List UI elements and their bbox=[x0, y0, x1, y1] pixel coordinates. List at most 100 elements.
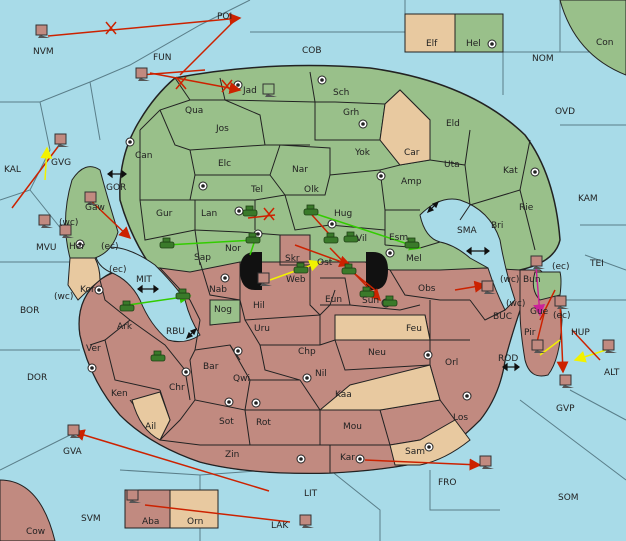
province-car[interactable] bbox=[379, 89, 431, 166]
fleet-icon bbox=[481, 280, 496, 294]
label-nil: Nil bbox=[315, 369, 327, 379]
label-uta: Uta bbox=[444, 160, 460, 170]
label-ark: Ark bbox=[117, 322, 133, 332]
cancelled-marks bbox=[105, 21, 275, 221]
label-con: Con bbox=[596, 38, 614, 48]
gate-east-shape bbox=[366, 252, 388, 290]
province-elf[interactable] bbox=[404, 13, 456, 53]
label-gur: Gur bbox=[156, 209, 173, 219]
label-nom: NOM bbox=[532, 54, 554, 64]
label-hil: Hil bbox=[253, 301, 265, 311]
label-bor: BOR bbox=[20, 306, 39, 316]
label-mou: Mou bbox=[343, 422, 362, 432]
label-can: Can bbox=[135, 151, 153, 161]
fleet-icon bbox=[38, 214, 53, 228]
label-gaw: Gaw bbox=[85, 203, 105, 213]
label-sch: Sch bbox=[333, 88, 349, 98]
province-feu[interactable] bbox=[334, 314, 431, 341]
label-kaa: Kaa bbox=[335, 390, 352, 400]
fleet-icon bbox=[559, 374, 574, 388]
army-icon bbox=[119, 300, 135, 312]
label-ec1: (ec) bbox=[101, 242, 119, 252]
label-aba: Aba bbox=[142, 517, 159, 527]
label-lak: LAK bbox=[271, 521, 289, 531]
label-eun: Eun bbox=[325, 295, 342, 305]
label-qwi: Qwi bbox=[233, 374, 250, 384]
army-icon bbox=[175, 288, 191, 300]
fleet-icon bbox=[67, 424, 82, 438]
sea-mit[interactable] bbox=[94, 246, 201, 343]
label-svm: SVM bbox=[81, 514, 101, 524]
label-ail: Ail bbox=[145, 422, 156, 432]
label-chr: Chr bbox=[169, 383, 185, 393]
province-kaa[interactable] bbox=[318, 364, 441, 411]
fleet-icon bbox=[59, 224, 74, 238]
label-ec3: (ec) bbox=[109, 265, 127, 275]
label-rie: Rie bbox=[519, 203, 534, 213]
fleet-icon bbox=[602, 339, 617, 353]
label-uru: Uru bbox=[254, 324, 270, 334]
label-fun: FUN bbox=[153, 53, 172, 63]
label-chp: Chp bbox=[298, 347, 316, 357]
label-poi: POI bbox=[217, 12, 232, 22]
label-car: Car bbox=[404, 148, 420, 158]
label-her: Her bbox=[69, 242, 85, 252]
label-orl: Orl bbox=[445, 358, 458, 368]
label-los: Los bbox=[453, 413, 468, 423]
label-hel: Hel bbox=[466, 39, 481, 49]
province-sam[interactable] bbox=[389, 419, 471, 466]
label-eld: Eld bbox=[446, 119, 460, 129]
label-bun: Bun bbox=[523, 275, 541, 285]
label-nar: Nar bbox=[292, 165, 308, 175]
label-rot: Rot bbox=[256, 418, 271, 428]
label-pir: Pir bbox=[524, 328, 536, 338]
label-sap: Sap bbox=[194, 253, 211, 263]
army-icon bbox=[293, 262, 309, 274]
label-buc: BUC bbox=[493, 312, 512, 322]
label-sma: SMA bbox=[457, 226, 477, 236]
label-ver: Ver bbox=[86, 344, 101, 354]
fleet-icon bbox=[257, 272, 272, 286]
passage-arrows bbox=[107, 169, 520, 372]
province-nog[interactable] bbox=[209, 299, 241, 326]
fleet-icon bbox=[299, 514, 314, 528]
fleet-icon bbox=[479, 455, 494, 469]
label-lit: LIT bbox=[304, 489, 318, 499]
army-icon bbox=[159, 237, 175, 249]
label-gvg: GVG bbox=[51, 158, 71, 168]
label-neu: Neu bbox=[368, 348, 386, 358]
label-cob: COB bbox=[302, 46, 322, 56]
label-orn: Orn bbox=[187, 517, 203, 527]
label-grh: Grh bbox=[343, 108, 359, 118]
label-elc: Elc bbox=[218, 159, 231, 169]
label-esm: Esm bbox=[389, 233, 408, 243]
label-dor: DOR bbox=[27, 373, 47, 383]
label-kor: Kor bbox=[80, 285, 95, 295]
fleet-icon bbox=[126, 489, 141, 503]
label-ec2: (ec) bbox=[552, 262, 570, 272]
label-alt: ALT bbox=[604, 368, 620, 378]
units bbox=[35, 24, 617, 528]
province-ail[interactable] bbox=[131, 391, 171, 441]
army-icon bbox=[150, 350, 166, 362]
label-gvp: GVP bbox=[556, 404, 575, 414]
label-ovd: OVD bbox=[555, 107, 575, 117]
label-yok: Yok bbox=[354, 148, 371, 158]
label-ken: Ken bbox=[111, 389, 128, 399]
fleet-icon bbox=[54, 133, 69, 147]
label-nor: Nor bbox=[225, 244, 241, 254]
label-hup: HUP bbox=[571, 328, 590, 338]
label-zin: Zin bbox=[225, 450, 239, 460]
label-wc1: (wc) bbox=[59, 218, 78, 228]
fleet-icon bbox=[84, 191, 99, 205]
label-wc4: (wc) bbox=[506, 299, 525, 309]
label-amp: Amp bbox=[401, 177, 422, 187]
army-icon bbox=[245, 232, 261, 244]
label-cow: Cow bbox=[26, 527, 45, 537]
label-wc2: (wc) bbox=[500, 275, 519, 285]
fleet-icon bbox=[262, 83, 277, 97]
army-icon bbox=[382, 295, 398, 307]
label-qua: Qua bbox=[185, 106, 203, 116]
label-nab: Nab bbox=[209, 285, 227, 295]
label-som: SOM bbox=[558, 493, 579, 503]
